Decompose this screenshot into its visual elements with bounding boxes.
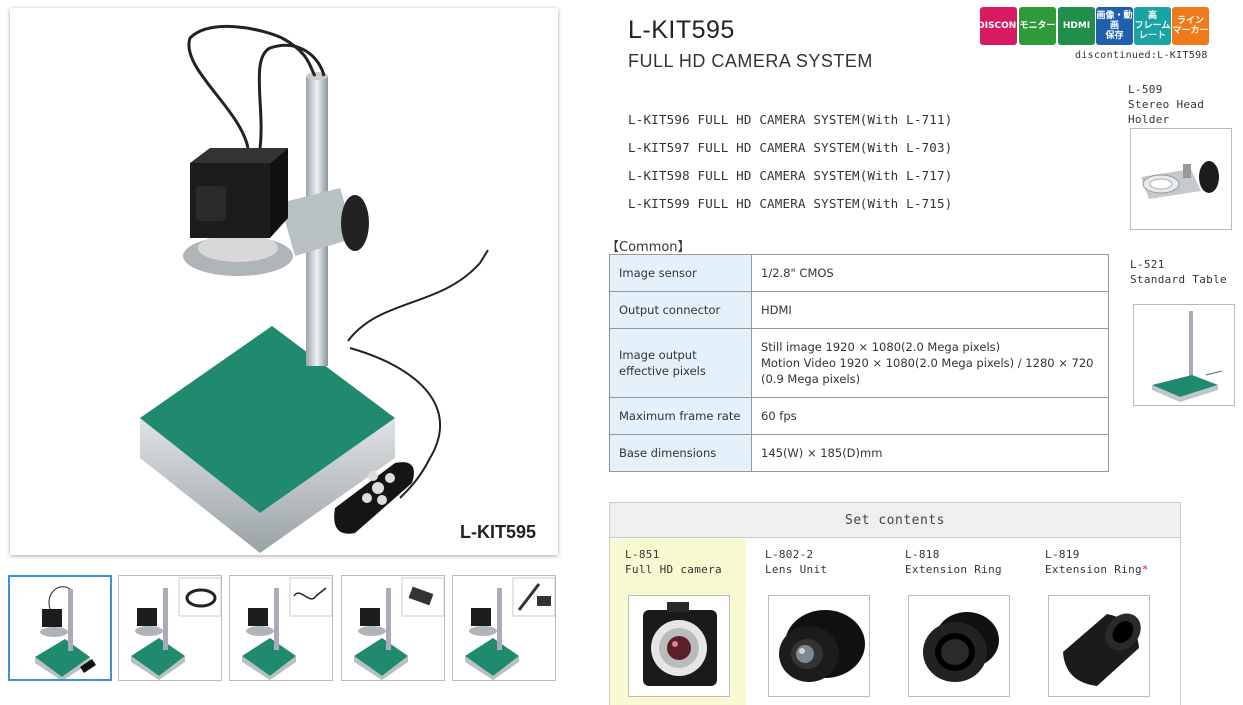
- accessory-l509-image[interactable]: [1130, 128, 1232, 230]
- spec-key: Image sensor: [609, 254, 752, 292]
- spec-value: 1/2.8" CMOS: [751, 254, 1109, 292]
- extension-ring-l818-image[interactable]: [908, 595, 1010, 697]
- set-item-l802-2: L-802-2 Lens Unit: [750, 539, 886, 705]
- set-item-label: L-818 Extension Ring: [905, 547, 1002, 577]
- thumbnail-2[interactable]: [118, 575, 222, 681]
- table-row: Output connector HDMI: [609, 291, 1109, 329]
- set-item-l818: L-818 Extension Ring: [890, 539, 1026, 705]
- product-subtitle: FULL HD CAMERA SYSTEM: [628, 51, 873, 71]
- camera-image: [643, 602, 717, 686]
- set-item-label: L-819 Extension Ring*: [1045, 547, 1149, 577]
- main-image-caption: L-KIT595: [459, 522, 536, 542]
- set-item-name-text: Extension Ring: [1045, 563, 1142, 576]
- stereo-head-holder-image: [1141, 161, 1219, 199]
- set-item-name: Full HD camera: [625, 563, 722, 576]
- thumbnail-image: [35, 586, 96, 679]
- spec-table: Image sensor 1/2.8" CMOS Output connecto…: [609, 254, 1109, 472]
- thumbnail-image: [242, 577, 332, 680]
- lens-unit-image[interactable]: [768, 595, 870, 697]
- thumbnail-3[interactable]: [229, 575, 333, 681]
- table-row: Base dimensions 145(W) × 185(D)mm: [609, 434, 1109, 472]
- thumbnail-image: [465, 577, 555, 680]
- accessory-name: Standard Table: [1130, 273, 1227, 286]
- set-item-code: L-819: [1045, 548, 1080, 561]
- accessory-name: Stereo Head Holder: [1128, 98, 1205, 126]
- badge-hdmi: HDMI: [1058, 7, 1095, 45]
- spec-key: Image output effective pixels: [609, 328, 752, 398]
- accessory-code: L-521: [1130, 258, 1165, 271]
- spec-value: HDMI: [751, 291, 1109, 329]
- thumbnail-image: [131, 577, 221, 680]
- spec-value-line: Motion Video 1920 × 1080(2.0 Mega pixels…: [761, 356, 1094, 386]
- thumbnail-image: [354, 577, 444, 680]
- spec-key: Base dimensions: [609, 434, 752, 472]
- set-item-name: Lens Unit: [765, 563, 828, 576]
- set-contents-panel: Set contents L-851 Full HD camera L-802-…: [609, 502, 1181, 705]
- thumbnail-4[interactable]: [341, 575, 445, 681]
- table-row: Image output effective pixels Still imag…: [609, 328, 1109, 398]
- spec-key: Maximum frame rate: [609, 397, 752, 435]
- spec-value: 145(W) × 185(D)mm: [751, 434, 1109, 472]
- set-item-code: L-818: [905, 548, 940, 561]
- set-item-l819: L-819 Extension Ring*: [1030, 539, 1166, 705]
- standard-table-image: [1152, 311, 1223, 402]
- variant-item: L-KIT599 FULL HD CAMERA SYSTEM(With L-71…: [628, 196, 953, 211]
- set-item-code: L-802-2: [765, 548, 814, 561]
- badge-image-save: 画像・動画保存: [1096, 7, 1133, 45]
- thumbnail-strip: [8, 575, 560, 683]
- accessory-l509-label: L-509 Stereo Head Holder: [1128, 82, 1218, 127]
- variant-item: L-KIT597 FULL HD CAMERA SYSTEM(With L-70…: [628, 140, 953, 155]
- spec-value-line: Still image 1920 × 1080(2.0 Mega pixels): [761, 340, 1001, 354]
- discontinued-note: discontinued:L-KIT598: [1075, 50, 1208, 61]
- asterisk-mark: *: [1141, 563, 1149, 576]
- table-row: Maximum frame rate 60 fps: [609, 397, 1109, 435]
- set-item-label: L-851 Full HD camera: [625, 547, 722, 577]
- main-product-image: L-KIT595: [10, 8, 558, 555]
- set-item-name: Extension Ring: [905, 563, 1002, 576]
- variant-item: L-KIT596 FULL HD CAMERA SYSTEM(With L-71…: [628, 112, 953, 127]
- spec-key: Output connector: [609, 291, 752, 329]
- badge-discontinued: DISCON.: [977, 7, 1020, 45]
- set-contents-header: Set contents: [610, 503, 1180, 538]
- spec-key-text: Image output effective pixels: [619, 348, 706, 378]
- variant-list: L-KIT596 FULL HD CAMERA SYSTEM(With L-71…: [628, 112, 952, 224]
- microscope-camera-illustration: [140, 25, 489, 553]
- badge-high-frame-rate: 高フレームレート: [1134, 7, 1171, 45]
- extension-ring-image: [1063, 613, 1141, 686]
- full-hd-camera-image[interactable]: [628, 595, 730, 697]
- badge-monitor: モニター: [1019, 7, 1056, 45]
- spec-value: Still image 1920 × 1080(2.0 Mega pixels)…: [751, 328, 1109, 398]
- set-item-code: L-851: [625, 548, 660, 561]
- extension-ring-image: [923, 612, 999, 682]
- thumbnail-1[interactable]: [8, 575, 112, 681]
- accessory-l521-label: L-521 Standard Table: [1130, 257, 1240, 287]
- badge-line-marker: ラインマーカー: [1172, 7, 1209, 45]
- set-item-label: L-802-2 Lens Unit: [765, 547, 827, 577]
- common-label: 【Common】: [606, 240, 691, 255]
- set-item-name: Extension Ring*: [1045, 562, 1149, 577]
- lens-image: [779, 610, 865, 682]
- variant-item: L-KIT598 FULL HD CAMERA SYSTEM(With L-71…: [628, 168, 953, 183]
- table-row: Image sensor 1/2.8" CMOS: [609, 254, 1109, 292]
- spec-value: 60 fps: [751, 397, 1109, 435]
- set-item-l851: L-851 Full HD camera: [610, 539, 746, 705]
- product-title: L-KIT595: [628, 16, 735, 44]
- extension-ring-l819-image[interactable]: [1048, 595, 1150, 697]
- accessory-code: L-509: [1128, 83, 1163, 96]
- accessory-l521-image[interactable]: [1133, 304, 1235, 406]
- thumbnail-5[interactable]: [452, 575, 556, 681]
